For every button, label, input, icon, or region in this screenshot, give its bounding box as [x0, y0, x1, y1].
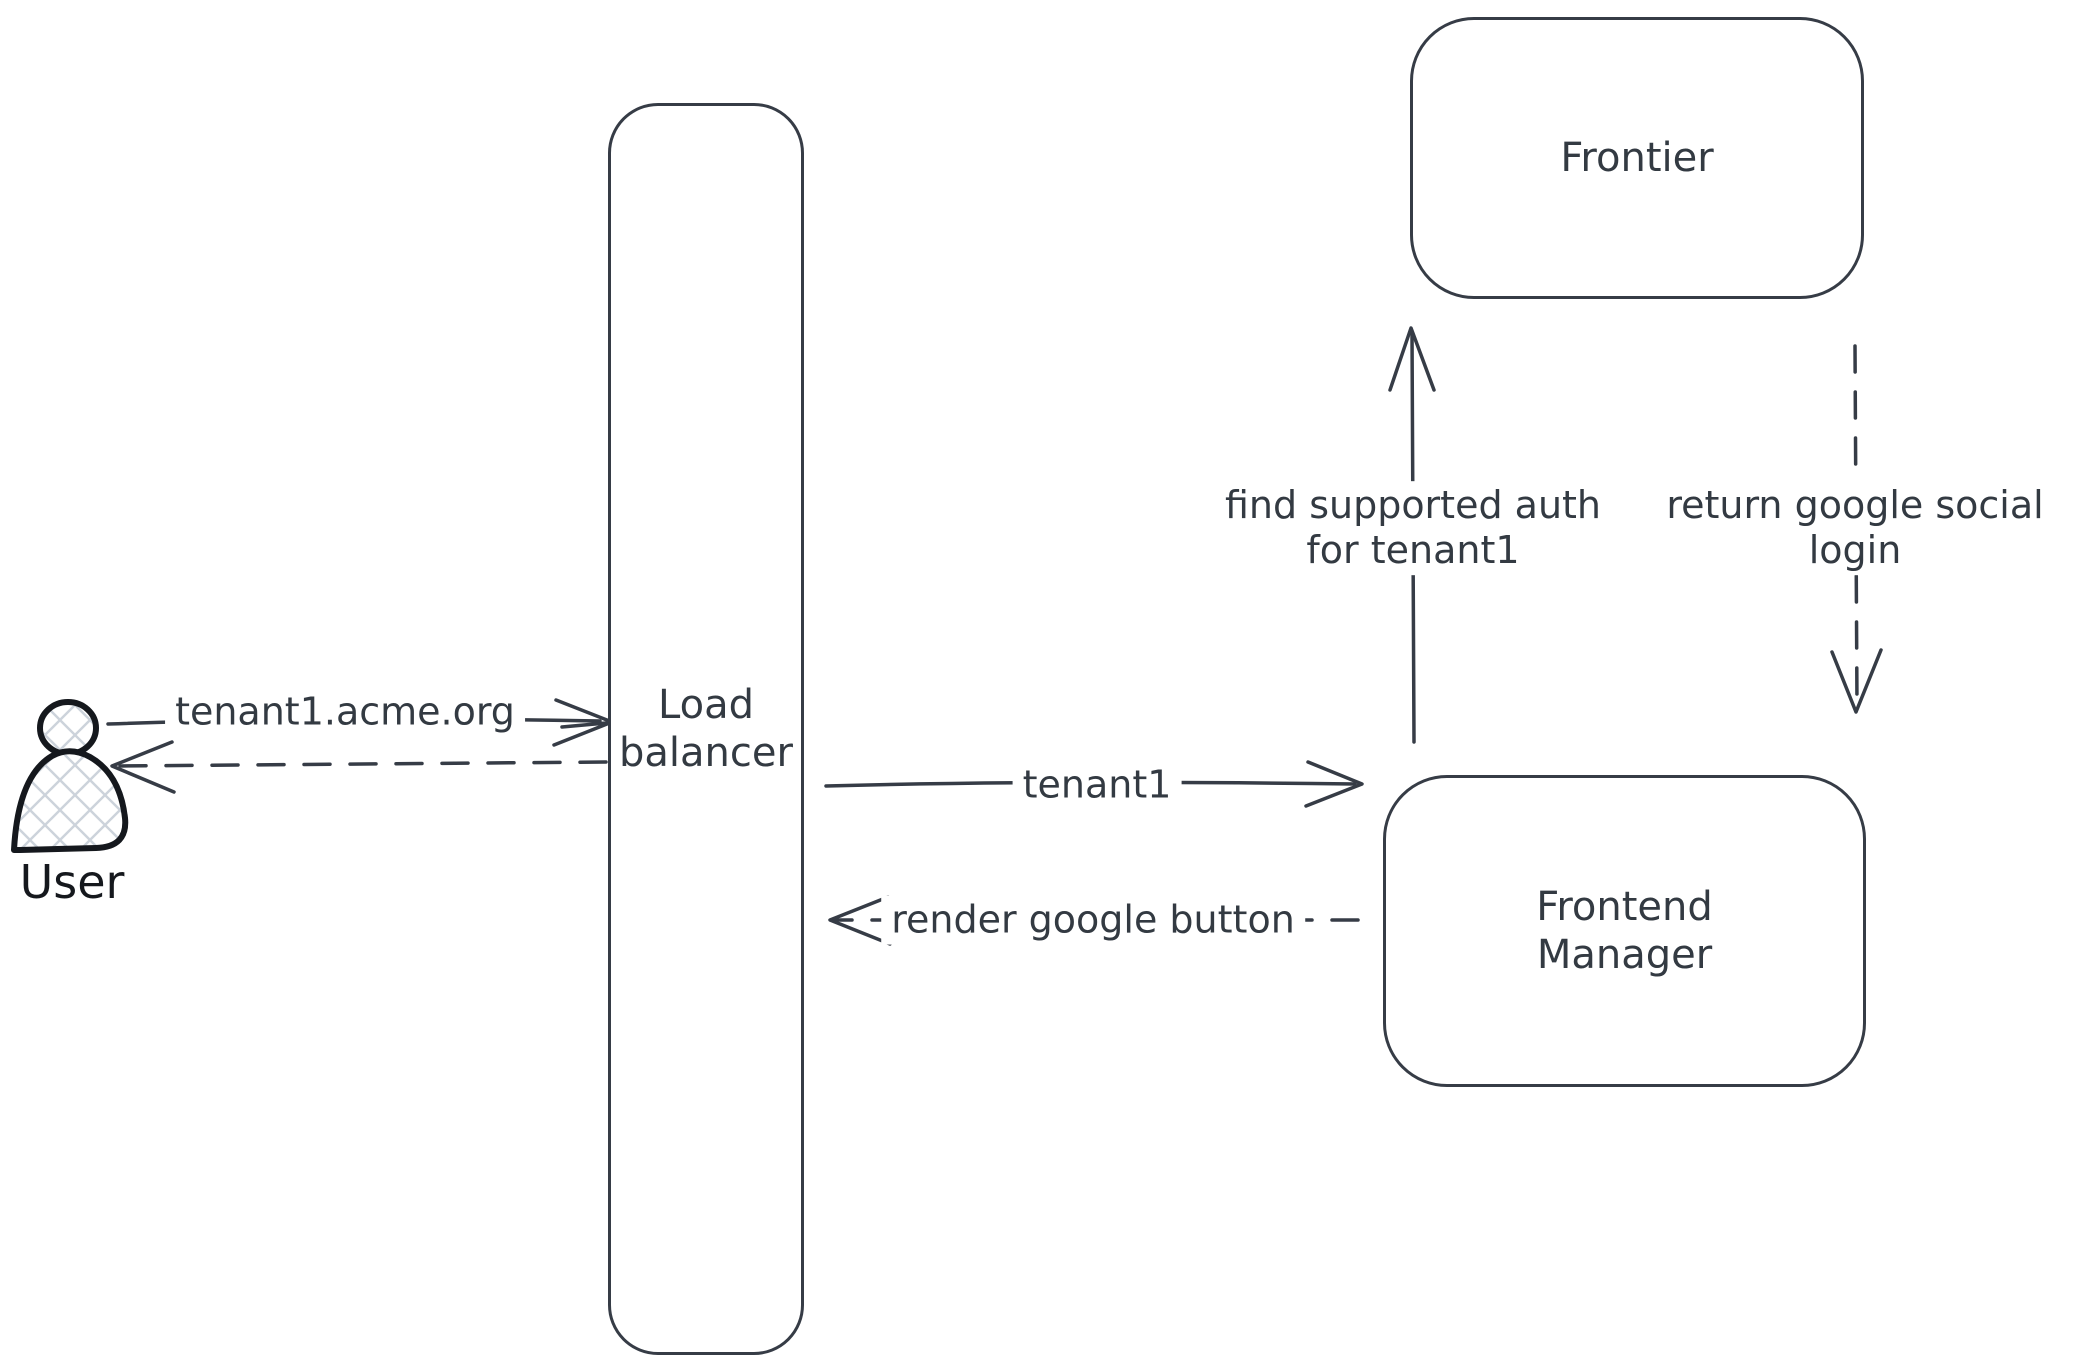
node-frontend-manager-label-line2: Manager	[1536, 932, 1713, 978]
edge-label-tenant1-acme-org: tenant1.acme.org	[165, 687, 525, 737]
node-frontier: Frontier	[1410, 17, 1864, 299]
edge-label-return-google-social-login-line1: return google social	[1666, 483, 2044, 528]
node-frontier-label: Frontier	[1560, 135, 1714, 181]
arrow-load-balancer-to-user	[110, 740, 608, 794]
edge-label-find-supported-auth-line2: for tenant1	[1306, 528, 1520, 572]
edge-label-find-supported-auth: find supported auth for tenant1	[1214, 481, 1612, 575]
node-load-balancer-label-line1: Load	[658, 682, 754, 728]
node-frontend-manager: Frontend Manager	[1383, 775, 1866, 1087]
arrow-frontier-to-frontend-manager	[1830, 344, 1883, 714]
user-actor-icon	[11, 699, 129, 853]
node-frontend-manager-label-line1: Frontend	[1536, 884, 1713, 930]
node-load-balancer: Load balancer	[608, 103, 804, 1355]
edge-label-find-supported-auth-line1: find supported auth	[1224, 483, 1602, 528]
node-load-balancer-label-line2: balancer	[619, 730, 793, 776]
edge-label-tenant1: tenant1	[1012, 760, 1182, 810]
edge-label-return-google-social-login-line2: login	[1808, 528, 1902, 572]
user-actor-label: User	[19, 855, 125, 909]
edge-label-return-google-social-login: return google social login	[1656, 481, 2054, 575]
edge-label-render-google-button: render google button	[881, 895, 1305, 945]
